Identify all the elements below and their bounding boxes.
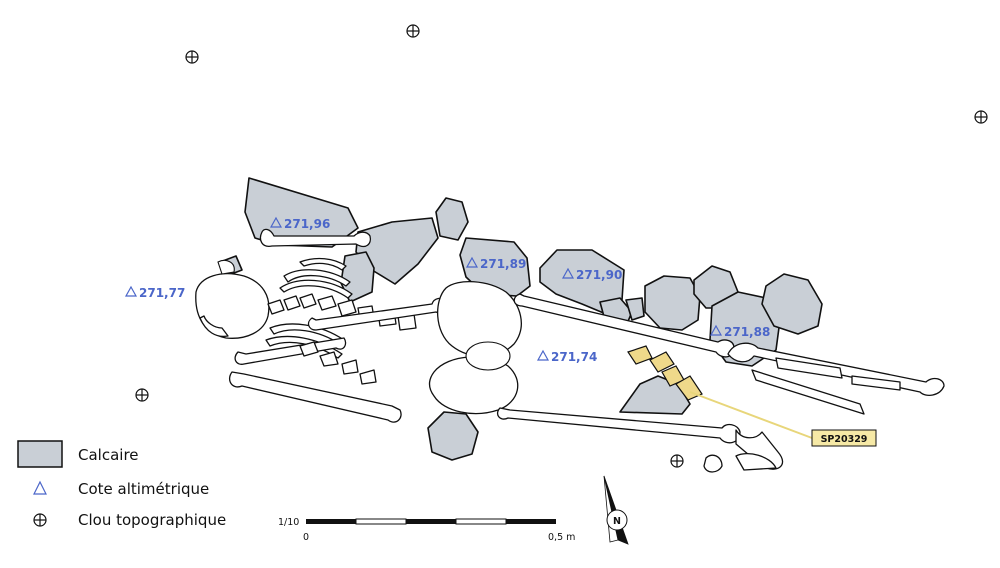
altitude-cotes: 271,96 271,89 271,90 271,77 271,88 271,7… xyxy=(124,216,770,364)
nail-marker xyxy=(135,388,149,402)
sample-label: SP20329 xyxy=(821,434,868,445)
rib xyxy=(299,257,347,271)
north-arrow: N xyxy=(603,475,629,545)
stone-block xyxy=(435,197,469,241)
vertebra xyxy=(267,299,285,315)
vertebra xyxy=(337,299,357,317)
cote-triangle-icon xyxy=(124,285,138,297)
cote-point: 271,77 xyxy=(124,285,185,300)
rib xyxy=(283,269,351,287)
femur xyxy=(513,293,735,358)
legend-cote-triangle-icon xyxy=(33,480,47,495)
sacrum xyxy=(465,341,511,371)
nail-marker xyxy=(974,110,988,124)
bone xyxy=(217,259,235,275)
cote-point: 271,96 xyxy=(269,216,330,231)
cote-triangle-icon xyxy=(709,324,723,336)
foot-bone xyxy=(775,357,843,379)
rib xyxy=(265,335,343,359)
legend-calcaire-label: Calcaire xyxy=(78,446,139,464)
bone xyxy=(259,228,372,248)
cote-label: 271,96 xyxy=(284,217,330,231)
stone-block xyxy=(644,275,701,331)
stone-block xyxy=(761,273,823,335)
legend: Calcaire Cote altimétrique Clou topograp… xyxy=(17,440,226,529)
scale-segment xyxy=(506,519,556,524)
cote-label: 271,90 xyxy=(576,268,622,282)
cote-triangle-icon xyxy=(561,267,575,279)
scale-segment xyxy=(455,518,507,525)
vertebra xyxy=(283,295,301,311)
scale-segment xyxy=(406,519,456,524)
hand-bone xyxy=(299,341,319,357)
nail-marker xyxy=(406,24,420,38)
stone-block xyxy=(427,411,479,461)
north-label: N xyxy=(613,516,621,527)
sample-bones: SP20329 xyxy=(627,345,877,447)
fibula xyxy=(751,369,865,415)
legend-nail-icon xyxy=(33,513,47,527)
foot-bone xyxy=(703,454,723,473)
north-arrow-ring xyxy=(606,509,628,531)
cote-triangle-icon xyxy=(269,216,283,228)
cote-point: 271,89 xyxy=(465,256,526,271)
cote-label: 271,77 xyxy=(139,286,185,300)
cote-point: 271,90 xyxy=(561,267,622,282)
sample-leader-line xyxy=(689,391,813,439)
femur xyxy=(496,407,741,444)
radius xyxy=(234,337,347,365)
skeleton xyxy=(195,228,945,473)
limestone-blocks xyxy=(219,177,823,461)
foot-bone xyxy=(851,375,901,391)
cote-label: 271,74 xyxy=(551,350,597,364)
scale-bar: 1/10 0 0,5 m xyxy=(278,517,575,543)
scale-ratio: 1/10 xyxy=(278,517,299,528)
cote-label: 271,88 xyxy=(724,325,770,339)
cote-triangle-icon xyxy=(536,349,550,361)
hand-bone xyxy=(341,359,359,375)
foot-bone xyxy=(735,453,777,471)
sample-label-box xyxy=(811,429,877,447)
vertebra xyxy=(299,293,317,309)
vertebra xyxy=(317,295,337,311)
hand-bone xyxy=(228,371,402,423)
scale-end-label: 0,5 m xyxy=(548,532,575,543)
cote-triangle-icon xyxy=(465,256,479,268)
nail-marker xyxy=(185,50,199,64)
stone-block xyxy=(244,177,359,248)
sample-bone xyxy=(627,345,653,365)
pelvis xyxy=(436,280,522,357)
rib xyxy=(279,279,353,299)
scale-segment xyxy=(355,518,407,525)
legend-cote-label: Cote altimétrique xyxy=(78,480,209,498)
hand-bone xyxy=(319,351,339,367)
hand-bone xyxy=(359,369,377,385)
scale-segment xyxy=(306,519,356,524)
nail-marker xyxy=(670,454,684,468)
cote-point: 271,88 xyxy=(709,324,770,339)
legend-calcaire-swatch xyxy=(17,440,63,468)
cote-label: 271,89 xyxy=(480,257,526,271)
legend-clou-label: Clou topographique xyxy=(78,511,226,529)
scale-start-label: 0 xyxy=(303,532,309,543)
stone-block xyxy=(625,297,645,321)
sample-bone xyxy=(649,351,675,373)
cote-point: 271,74 xyxy=(536,349,597,364)
jaw-bone xyxy=(199,315,229,338)
